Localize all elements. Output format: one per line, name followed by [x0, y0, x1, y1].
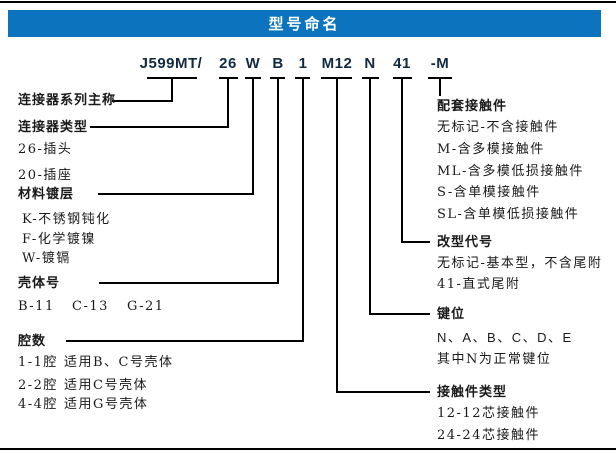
- pn-token-plating: W: [245, 55, 261, 72]
- label-cavity-count: 腔数: [18, 333, 47, 348]
- mating-item-s: S-含单模接触件: [437, 185, 541, 200]
- mating-item-m: M-含多模接触件: [437, 142, 545, 157]
- mating-item-sl: SL-含单模低损接触件: [437, 207, 580, 222]
- contact-item-12: 12-12芯接触件: [437, 406, 540, 421]
- bottom-border-line: [0, 448, 616, 450]
- plating-item-k: K-不锈钢钝化: [22, 212, 111, 227]
- plating-item-f: F-化学镀镍: [22, 232, 96, 247]
- type-item-socket: 20-插座: [18, 168, 73, 183]
- label-keying: 键位: [437, 306, 466, 321]
- label-variant-code: 改型代号: [437, 234, 494, 249]
- cavity-row-desc: 适用G号壳体: [64, 397, 149, 412]
- shell-item-c: C-13: [72, 299, 109, 314]
- contact-item-24: 24-24芯接触件: [437, 428, 540, 443]
- title-bar: 型号命名: [8, 10, 601, 37]
- label-contact-type: 接触件类型: [437, 384, 508, 399]
- pn-token-variant: 41: [393, 55, 411, 72]
- label-shell-number: 壳体号: [18, 275, 61, 290]
- shell-item-b: B-11: [18, 299, 55, 314]
- label-series-name: 连接器系列主称: [18, 92, 117, 107]
- type-item-plug: 26-插头: [18, 142, 73, 157]
- pn-token-keying: N: [364, 55, 376, 72]
- mating-item-none: 无标记-不含接触件: [437, 120, 559, 135]
- shell-item-g: G-21: [127, 299, 165, 314]
- pn-token-type: 26: [219, 55, 237, 72]
- cavity-row-code: 2-2腔: [18, 378, 58, 393]
- top-border-line: [0, 1, 616, 3]
- variant-item-none: 无标记-基本型，不含尾附: [437, 256, 603, 271]
- plating-item-w: W-镀镉: [22, 251, 71, 266]
- cavity-row-desc: 适用C号壳体: [64, 378, 148, 393]
- pn-token-series: J599MT/: [139, 55, 203, 72]
- label-plating: 材料镀层: [18, 186, 75, 201]
- page-title: 型号命名: [268, 16, 341, 33]
- keying-item-codes: N、A、B、C、D、E: [437, 330, 573, 345]
- pn-token-cavity: 1: [298, 55, 308, 72]
- pn-token-mating: -M: [430, 55, 450, 72]
- pn-token-shell: B: [272, 55, 284, 72]
- label-mating-contacts: 配套接触件: [437, 98, 508, 113]
- cavity-row-code: 4-4腔: [18, 397, 58, 412]
- mating-item-ml: ML-含多模低损接触件: [437, 164, 584, 179]
- cavity-row-code: 1-1腔: [18, 355, 58, 370]
- cavity-row-desc: 适用B、C号壳体: [64, 355, 174, 370]
- label-connector-type: 连接器类型: [18, 119, 89, 134]
- variant-item-41: 41-直式尾附: [437, 277, 521, 292]
- keying-item-note: 其中N为正常键位: [437, 352, 552, 367]
- pn-token-contact: M12: [321, 55, 353, 72]
